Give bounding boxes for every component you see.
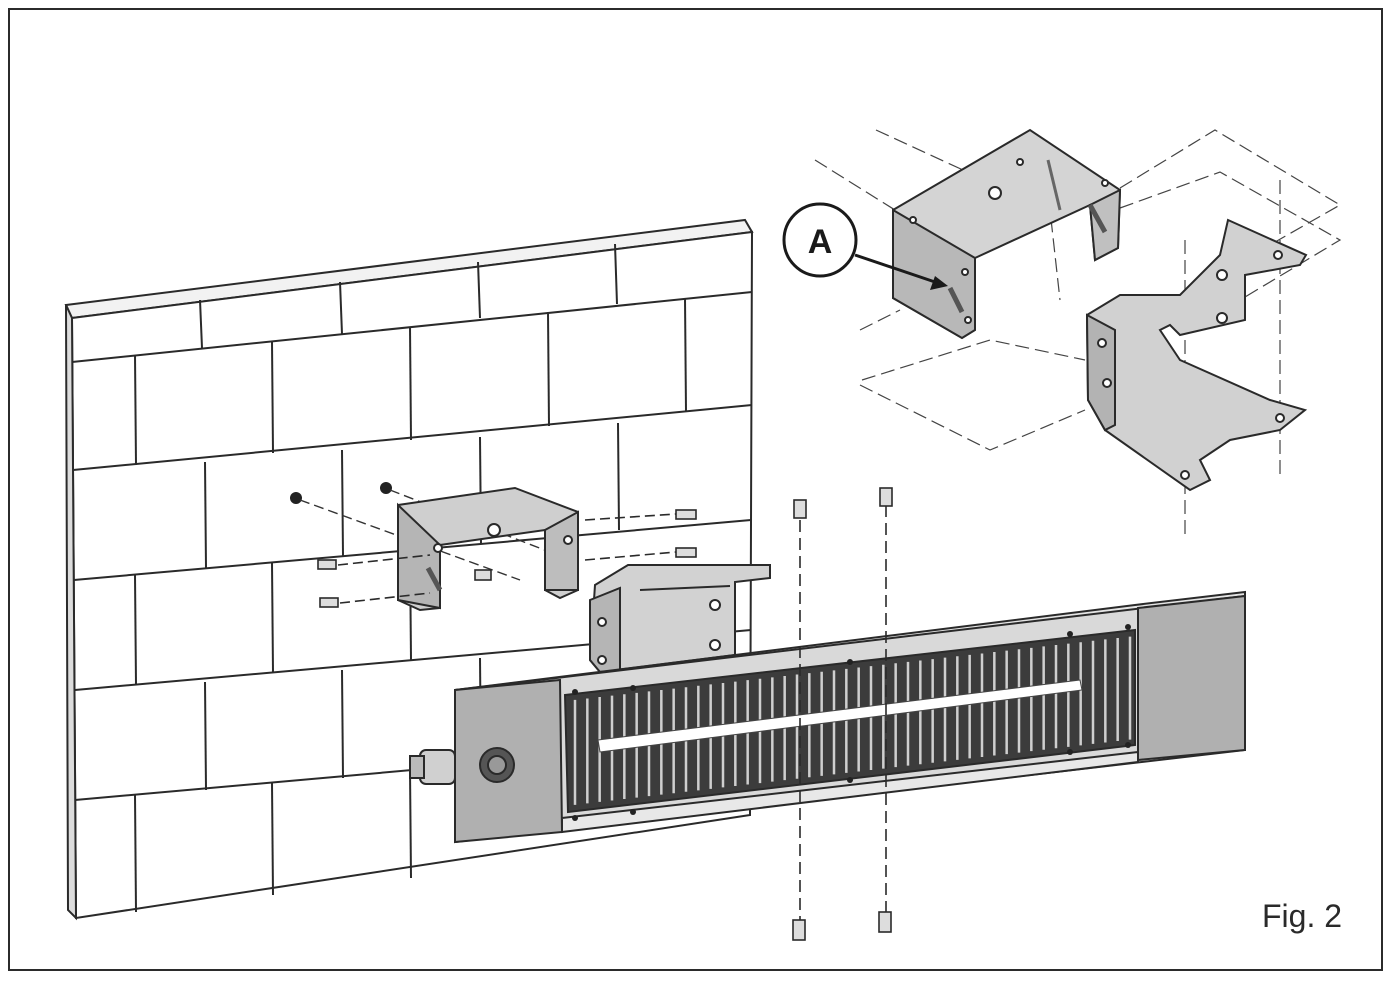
- callout-letter: A: [808, 223, 833, 261]
- heater-bracket: [588, 564, 771, 674]
- callout-a: A: [782, 202, 948, 290]
- figure-frame: [8, 8, 1383, 971]
- figure-label: Fig. 2: [1262, 898, 1343, 934]
- heating-element: [597, 679, 1083, 753]
- vertical-bolts: [792, 487, 893, 941]
- detail-heater-bracket: [1085, 218, 1308, 492]
- callout-arrowhead: [930, 276, 948, 290]
- detail-wall-bracket: [892, 128, 1122, 340]
- bracket-screws: [317, 509, 697, 608]
- heater-rivets: [572, 624, 1131, 821]
